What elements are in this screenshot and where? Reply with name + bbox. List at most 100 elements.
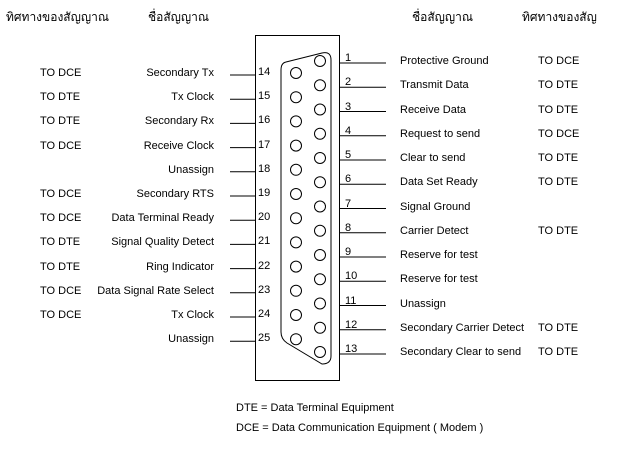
pin-number-2: 2 xyxy=(345,76,352,89)
d-sub-shell-outline xyxy=(280,52,332,365)
signal-name-8: Carrier Detect xyxy=(400,224,469,237)
pin-number-16: 16 xyxy=(258,114,271,127)
pin-number-13: 13 xyxy=(345,343,358,355)
pin-hole-6 xyxy=(314,176,326,189)
signal-name-3: Receive Data xyxy=(400,103,467,116)
pin-number-1: 1 xyxy=(345,52,352,64)
pin-hole-14 xyxy=(290,67,302,79)
signal-direction-17: TO DCE xyxy=(40,139,82,152)
left-name-header: ชื่อสัญญาณ xyxy=(148,10,209,24)
signal-name-15: Tx Clock xyxy=(171,91,214,104)
signal-name-2: Transmit Data xyxy=(400,79,469,92)
signal-name-9: Reserve for test xyxy=(400,249,478,261)
pin-hole-19 xyxy=(290,188,302,200)
pin-number-20: 20 xyxy=(258,211,271,224)
right-name-header: ชื่อสัญญาณ xyxy=(412,10,473,24)
pin-hole-15 xyxy=(290,91,302,104)
pin-hole-1 xyxy=(314,55,326,67)
legend-dte: DTE = Data Terminal Equipment xyxy=(236,402,394,414)
signal-name-10: Reserve for test xyxy=(400,273,478,286)
signal-name-11: Unassign xyxy=(400,297,446,310)
pin-hole-23 xyxy=(290,284,302,297)
signal-name-25: Unassign xyxy=(168,333,214,346)
pin-number-18: 18 xyxy=(258,162,271,175)
pin-number-12: 12 xyxy=(345,318,358,331)
signal-name-18: Unassign xyxy=(168,163,214,176)
signal-direction-16: TO DTE xyxy=(40,115,81,128)
pin-number-19: 19 xyxy=(258,187,271,199)
signal-name-6: Data Set Ready xyxy=(400,176,478,189)
left-direction-header: ทิศทางของสัญญาณ xyxy=(6,10,109,24)
signal-name-14: Secondary Tx xyxy=(146,67,214,79)
signal-name-22: Ring Indicator xyxy=(146,260,214,273)
signal-direction-13: TO DTE xyxy=(538,346,579,358)
pin-number-11: 11 xyxy=(345,294,357,307)
pin-number-5: 5 xyxy=(345,149,352,161)
signal-name-16: Secondary Rx xyxy=(144,115,214,128)
signal-direction-21: TO DTE xyxy=(40,236,81,249)
signal-direction-20: TO DCE xyxy=(40,212,82,225)
signal-direction-23: TO DCE xyxy=(40,284,82,297)
signal-direction-4: TO DCE xyxy=(538,127,580,140)
pin-number-4: 4 xyxy=(345,124,352,137)
connector-frame xyxy=(255,35,340,381)
pin-number-3: 3 xyxy=(345,100,352,113)
pin-number-7: 7 xyxy=(345,197,352,210)
signal-direction-5: TO DTE xyxy=(538,152,579,164)
pin-hole-10 xyxy=(314,273,326,286)
pin-hole-8 xyxy=(314,224,326,237)
pin-hole-12 xyxy=(314,321,326,334)
signal-name-19: Secondary RTS xyxy=(136,188,214,200)
pin-hole-7 xyxy=(314,200,326,213)
pin-number-6: 6 xyxy=(345,173,352,186)
pin-number-22: 22 xyxy=(258,259,271,272)
pin-number-15: 15 xyxy=(258,90,271,103)
signal-direction-3: TO DTE xyxy=(538,103,579,116)
signal-direction-19: TO DCE xyxy=(40,188,82,200)
pin-hole-5 xyxy=(314,152,326,164)
signal-name-24: Tx Clock xyxy=(171,309,214,321)
pin-hole-4 xyxy=(314,127,326,140)
pin-number-9: 9 xyxy=(345,246,352,258)
signal-name-12: Secondary Carrier Detect xyxy=(400,321,525,334)
pin-number-23: 23 xyxy=(258,283,271,296)
signal-name-5: Clear to send xyxy=(400,152,466,164)
pin-number-10: 10 xyxy=(345,270,358,283)
signal-direction-2: TO DTE xyxy=(538,79,579,92)
pin-hole-22 xyxy=(290,260,302,273)
signal-direction-12: TO DTE xyxy=(538,321,579,334)
pin-number-21: 21 xyxy=(258,235,271,248)
pin-hole-24 xyxy=(290,309,302,321)
signal-name-20: Data Terminal Ready xyxy=(111,212,214,225)
signal-name-23: Data Signal Rate Select xyxy=(97,284,214,297)
signal-direction-6: TO DTE xyxy=(538,176,579,189)
pin-hole-16 xyxy=(290,115,302,128)
signal-direction-8: TO DTE xyxy=(538,224,579,237)
pin-hole-25 xyxy=(290,333,302,346)
pin-hole-21 xyxy=(290,236,302,249)
legend-dce: DCE = Data Communication Equipment ( Mod… xyxy=(236,422,484,434)
signal-name-7: Signal Ground xyxy=(400,200,471,213)
pin-number-8: 8 xyxy=(345,221,352,234)
signal-direction-24: TO DCE xyxy=(40,309,82,321)
pin-hole-20 xyxy=(290,212,302,225)
signal-name-1: Protective Ground xyxy=(400,55,489,67)
pin-number-17: 17 xyxy=(258,138,271,151)
pin-number-24: 24 xyxy=(258,308,271,320)
pin-number-25: 25 xyxy=(258,332,271,345)
signal-direction-15: TO DTE xyxy=(40,91,81,104)
pin-hole-17 xyxy=(290,139,302,152)
pin-hole-2 xyxy=(314,79,326,92)
pin-hole-18 xyxy=(290,163,302,176)
right-direction-header: ทิศทางของสัญ xyxy=(522,10,597,24)
signal-name-17: Receive Clock xyxy=(143,139,214,152)
signal-direction-1: TO DCE xyxy=(538,55,580,67)
pin-hole-11 xyxy=(314,297,326,310)
signal-name-21: Signal Quality Detect xyxy=(111,236,214,249)
signal-direction-22: TO DTE xyxy=(40,260,81,273)
signal-name-13: Secondary Clear to send xyxy=(400,346,522,358)
pin-hole-9 xyxy=(314,249,326,261)
pin-number-14: 14 xyxy=(258,66,271,78)
